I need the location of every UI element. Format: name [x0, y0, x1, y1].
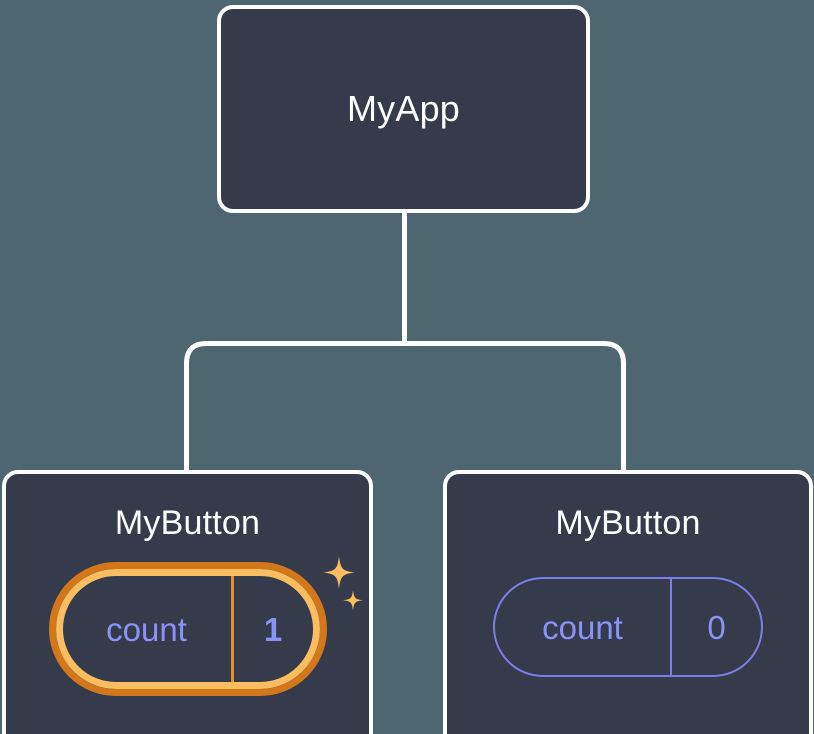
- state-pill-highlighted[interactable]: count 1: [48, 562, 327, 696]
- state-value-right: 0: [707, 608, 726, 646]
- node-mybutton-left[interactable]: MyButton count 1: [2, 470, 373, 734]
- state-pill-plain[interactable]: count 0: [493, 577, 763, 677]
- sparkle-small-icon: [342, 590, 363, 611]
- state-key-right: count: [495, 579, 672, 675]
- state-key-left: count: [63, 576, 234, 682]
- sparkle-large-icon: [322, 556, 355, 589]
- state-pill-inner-left: count 1: [55, 569, 320, 689]
- connector-elbow: [184, 341, 626, 470]
- node-title-myapp: MyApp: [346, 88, 461, 129]
- state-value-left: 1: [263, 610, 283, 648]
- node-myapp[interactable]: MyApp: [217, 5, 590, 213]
- node-mybutton-right[interactable]: MyButton count 0: [443, 470, 813, 734]
- node-title-mybutton-left: MyButton: [114, 504, 261, 542]
- state-pill-wrapper-right: count 0: [493, 577, 763, 677]
- node-title-mybutton-right: MyButton: [555, 504, 701, 542]
- state-pill-wrapper-left: count 1: [48, 556, 363, 696]
